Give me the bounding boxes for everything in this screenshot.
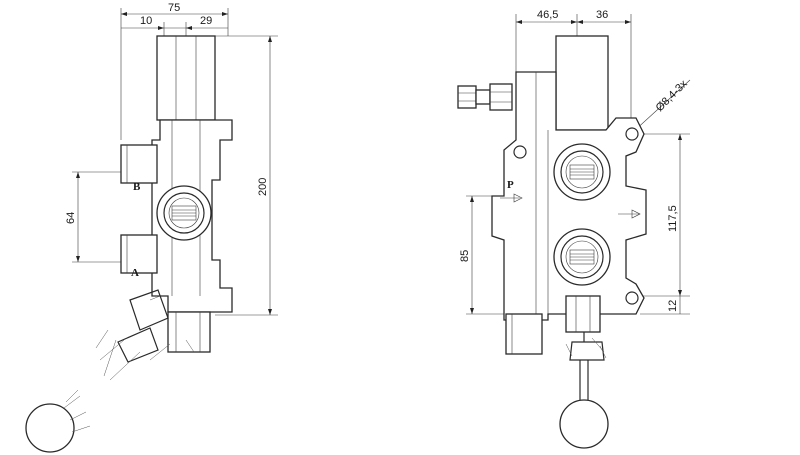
left-height-dimension: 200 xyxy=(215,35,278,316)
right-lower-port xyxy=(553,228,611,286)
dim-bottom-offset: 12 xyxy=(667,300,679,312)
right-side-fitting xyxy=(457,83,513,111)
left-lever-assembly xyxy=(95,289,211,381)
port-label-a: A xyxy=(131,267,139,279)
dim-overall-width: 75 xyxy=(168,2,180,14)
dim-width-right: 36 xyxy=(596,9,608,21)
mount-hole-top-right xyxy=(625,127,639,141)
mount-hole-callout: Ø8,4-3x xyxy=(632,78,691,133)
left-spool-tube xyxy=(156,35,216,121)
dim-height: 200 xyxy=(257,178,269,196)
port-label-p: P xyxy=(507,179,514,191)
dim-right-offset: 29 xyxy=(200,15,212,27)
right-upper-port xyxy=(553,143,611,201)
dim-mount-hole: Ø8,4-3x xyxy=(654,78,691,115)
left-top-dimensions: 75 10 29 xyxy=(120,2,229,140)
dim-width-left: 46,5 xyxy=(537,9,558,21)
port-a-fitting xyxy=(120,234,158,274)
right-lever-assembly xyxy=(565,295,607,400)
dim-hole-spacing: 117,5 xyxy=(667,205,679,232)
right-port-height-dimension: 85 xyxy=(459,195,530,315)
right-side-dimensions: 117,5 12 xyxy=(640,133,690,315)
dim-port-spacing: 64 xyxy=(65,212,77,224)
outlet-arrow xyxy=(618,209,641,219)
left-port-dimension: 64 xyxy=(65,171,150,263)
right-lever-knob xyxy=(559,399,609,449)
port-label-b: B xyxy=(133,181,141,193)
right-top-dimensions: 46,5 36 xyxy=(515,9,632,120)
right-view: 46,5 36 Ø8,4-3x 117,5 12 xyxy=(457,9,691,449)
right-spool-tube xyxy=(555,35,609,131)
mount-hole-top-left xyxy=(513,145,527,159)
right-bottom-block xyxy=(505,313,543,355)
left-view: 75 10 29 200 64 xyxy=(25,2,278,453)
dim-left-offset: 10 xyxy=(140,15,152,27)
left-lever-knob xyxy=(25,389,91,453)
inlet-arrow xyxy=(500,193,523,203)
left-center-port xyxy=(156,185,212,241)
dim-port-height: 85 xyxy=(459,250,471,262)
mount-hole-bottom-right xyxy=(625,291,639,305)
port-b-fitting xyxy=(120,144,158,184)
